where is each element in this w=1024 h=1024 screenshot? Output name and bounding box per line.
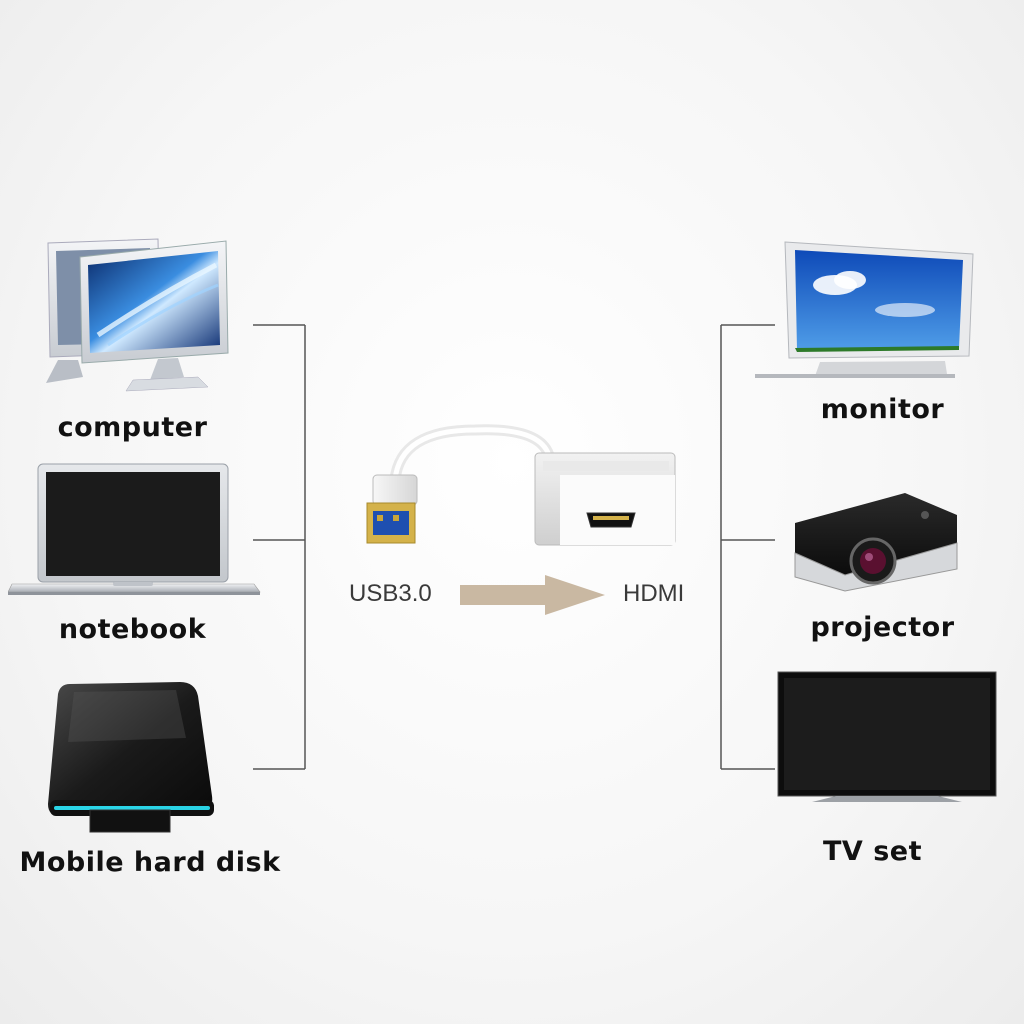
input-port-label: USB3.0 — [349, 580, 432, 608]
device-label-computer: computer — [35, 412, 230, 443]
tv-icon — [776, 670, 998, 805]
device-label-tv-set: TV set — [775, 836, 970, 867]
usb-to-hdmi-adapter-icon — [355, 415, 685, 555]
desktop-computer-icon — [38, 235, 233, 395]
monitor-icon — [755, 240, 975, 380]
hard-disk-icon — [40, 678, 220, 838]
projector-icon — [785, 485, 965, 595]
direction-arrow-icon — [460, 575, 610, 615]
device-label-notebook: notebook — [35, 614, 230, 645]
device-label-monitor: monitor — [785, 394, 980, 425]
output-port-label: HDMI — [623, 580, 684, 608]
laptop-icon — [8, 462, 263, 602]
device-label-mobile-hard-disk: Mobile hard disk — [0, 847, 300, 878]
device-label-projector: projector — [785, 612, 980, 643]
